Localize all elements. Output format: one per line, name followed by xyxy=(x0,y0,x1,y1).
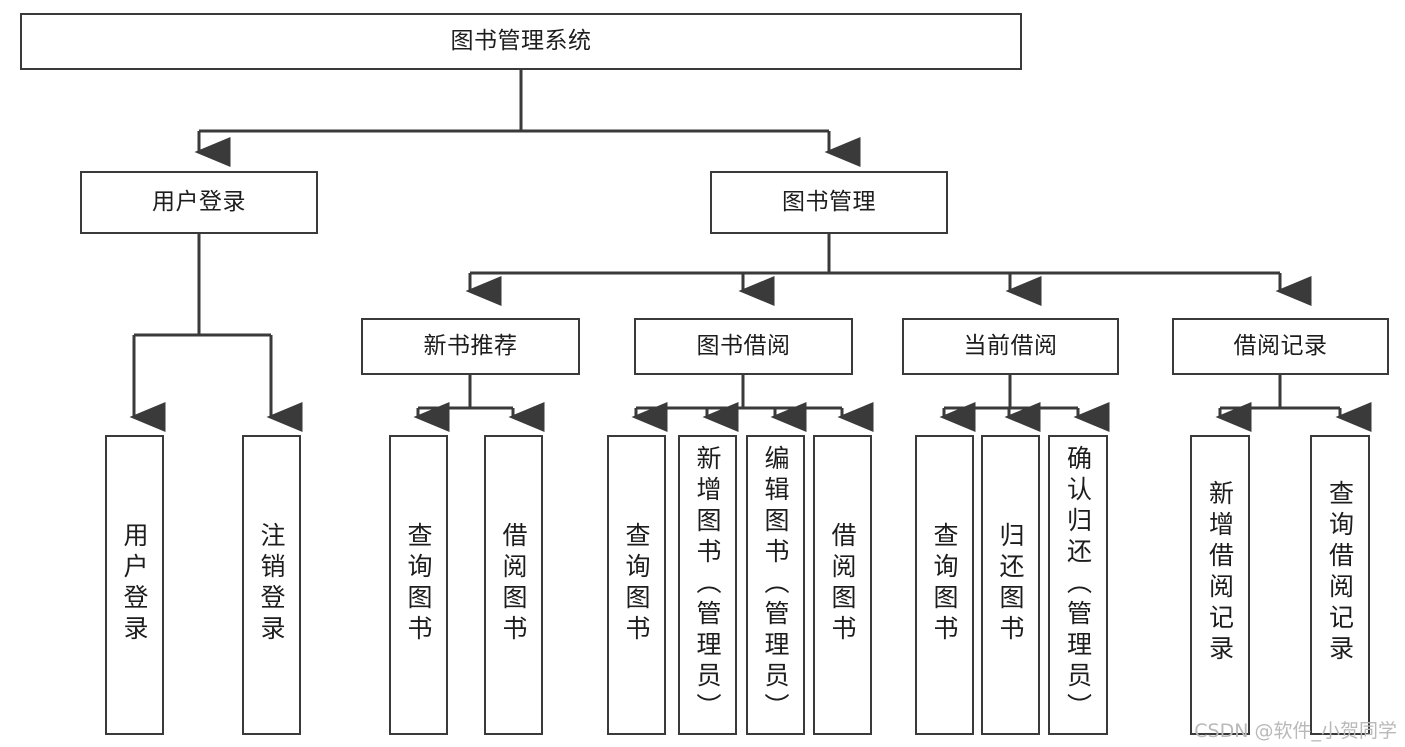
node-label: 新增借阅记录 xyxy=(1205,480,1235,666)
leaf-query-book-recommend[interactable]: 查询图书 xyxy=(389,435,448,735)
node-current-borrow[interactable]: 当前借阅 xyxy=(902,318,1119,375)
node-label: 编辑图书（管理员） xyxy=(761,445,790,724)
node-label: 图书管理系统 xyxy=(450,27,592,54)
leaf-query-book-current[interactable]: 查询图书 xyxy=(915,435,974,735)
node-root-system[interactable]: 图书管理系统 xyxy=(20,13,1022,70)
leaf-add-borrow-record[interactable]: 新增借阅记录 xyxy=(1190,435,1250,735)
node-label: 新书推荐 xyxy=(423,332,518,359)
node-label: 当前借阅 xyxy=(963,332,1058,359)
node-label: 注销登录 xyxy=(257,522,286,646)
leaf-return-book[interactable]: 归还图书 xyxy=(981,435,1040,735)
node-label: 确认归还（管理员） xyxy=(1063,445,1093,724)
node-label: 用户登录 xyxy=(152,188,246,215)
node-label: 查询借阅记录 xyxy=(1325,480,1355,666)
node-new-book-recommend[interactable]: 新书推荐 xyxy=(361,318,580,375)
node-label: 借阅图书 xyxy=(499,522,528,646)
node-label: 借阅记录 xyxy=(1233,332,1328,359)
node-label: 借阅图书 xyxy=(828,522,857,646)
node-book-borrow[interactable]: 图书借阅 xyxy=(634,318,853,375)
node-book-manage[interactable]: 图书管理 xyxy=(710,171,948,234)
leaf-confirm-return-admin[interactable]: 确认归还（管理员） xyxy=(1048,435,1108,735)
node-label: 查询图书 xyxy=(622,522,651,646)
node-label: 新增图书（管理员） xyxy=(693,445,722,724)
node-label: 归还图书 xyxy=(996,522,1025,646)
leaf-query-borrow-record[interactable]: 查询借阅记录 xyxy=(1310,435,1370,735)
leaf-logout[interactable]: 注销登录 xyxy=(242,435,301,735)
node-label: 查询图书 xyxy=(930,522,959,646)
node-label: 图书管理 xyxy=(782,188,876,215)
node-borrow-record[interactable]: 借阅记录 xyxy=(1172,318,1389,375)
csdn-watermark: CSDN @软件_小贺同学 xyxy=(1194,720,1397,742)
node-user-login[interactable]: 用户登录 xyxy=(80,171,318,234)
node-label: 用户登录 xyxy=(120,522,149,646)
leaf-borrow-book[interactable]: 借阅图书 xyxy=(813,435,872,735)
leaf-edit-book-admin[interactable]: 编辑图书（管理员） xyxy=(746,435,805,735)
leaf-query-book-borrow[interactable]: 查询图书 xyxy=(607,435,666,735)
node-label: 图书借阅 xyxy=(696,332,791,359)
leaf-borrow-book-recommend[interactable]: 借阅图书 xyxy=(484,435,543,735)
node-label: 查询图书 xyxy=(404,522,433,646)
leaf-add-book-admin[interactable]: 新增图书（管理员） xyxy=(678,435,737,735)
leaf-user-login[interactable]: 用户登录 xyxy=(105,435,164,735)
